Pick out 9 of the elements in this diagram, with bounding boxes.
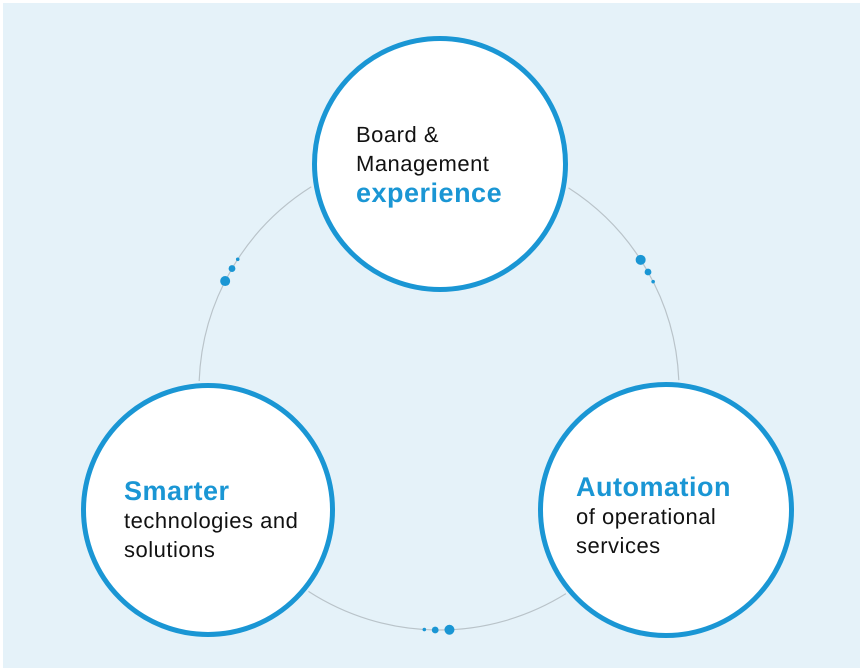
heading-text: Smarter — [124, 476, 231, 506]
connector-arc — [568, 187, 680, 380]
connector-arc — [198, 186, 312, 382]
body-text: of operational services — [576, 503, 718, 560]
connector-arc — [308, 590, 566, 630]
body-text: technologies and solutions — [124, 507, 300, 564]
body-text: Board & Management — [356, 121, 490, 178]
heading-text: Automation — [576, 472, 732, 502]
heading-text: experience — [356, 178, 504, 208]
